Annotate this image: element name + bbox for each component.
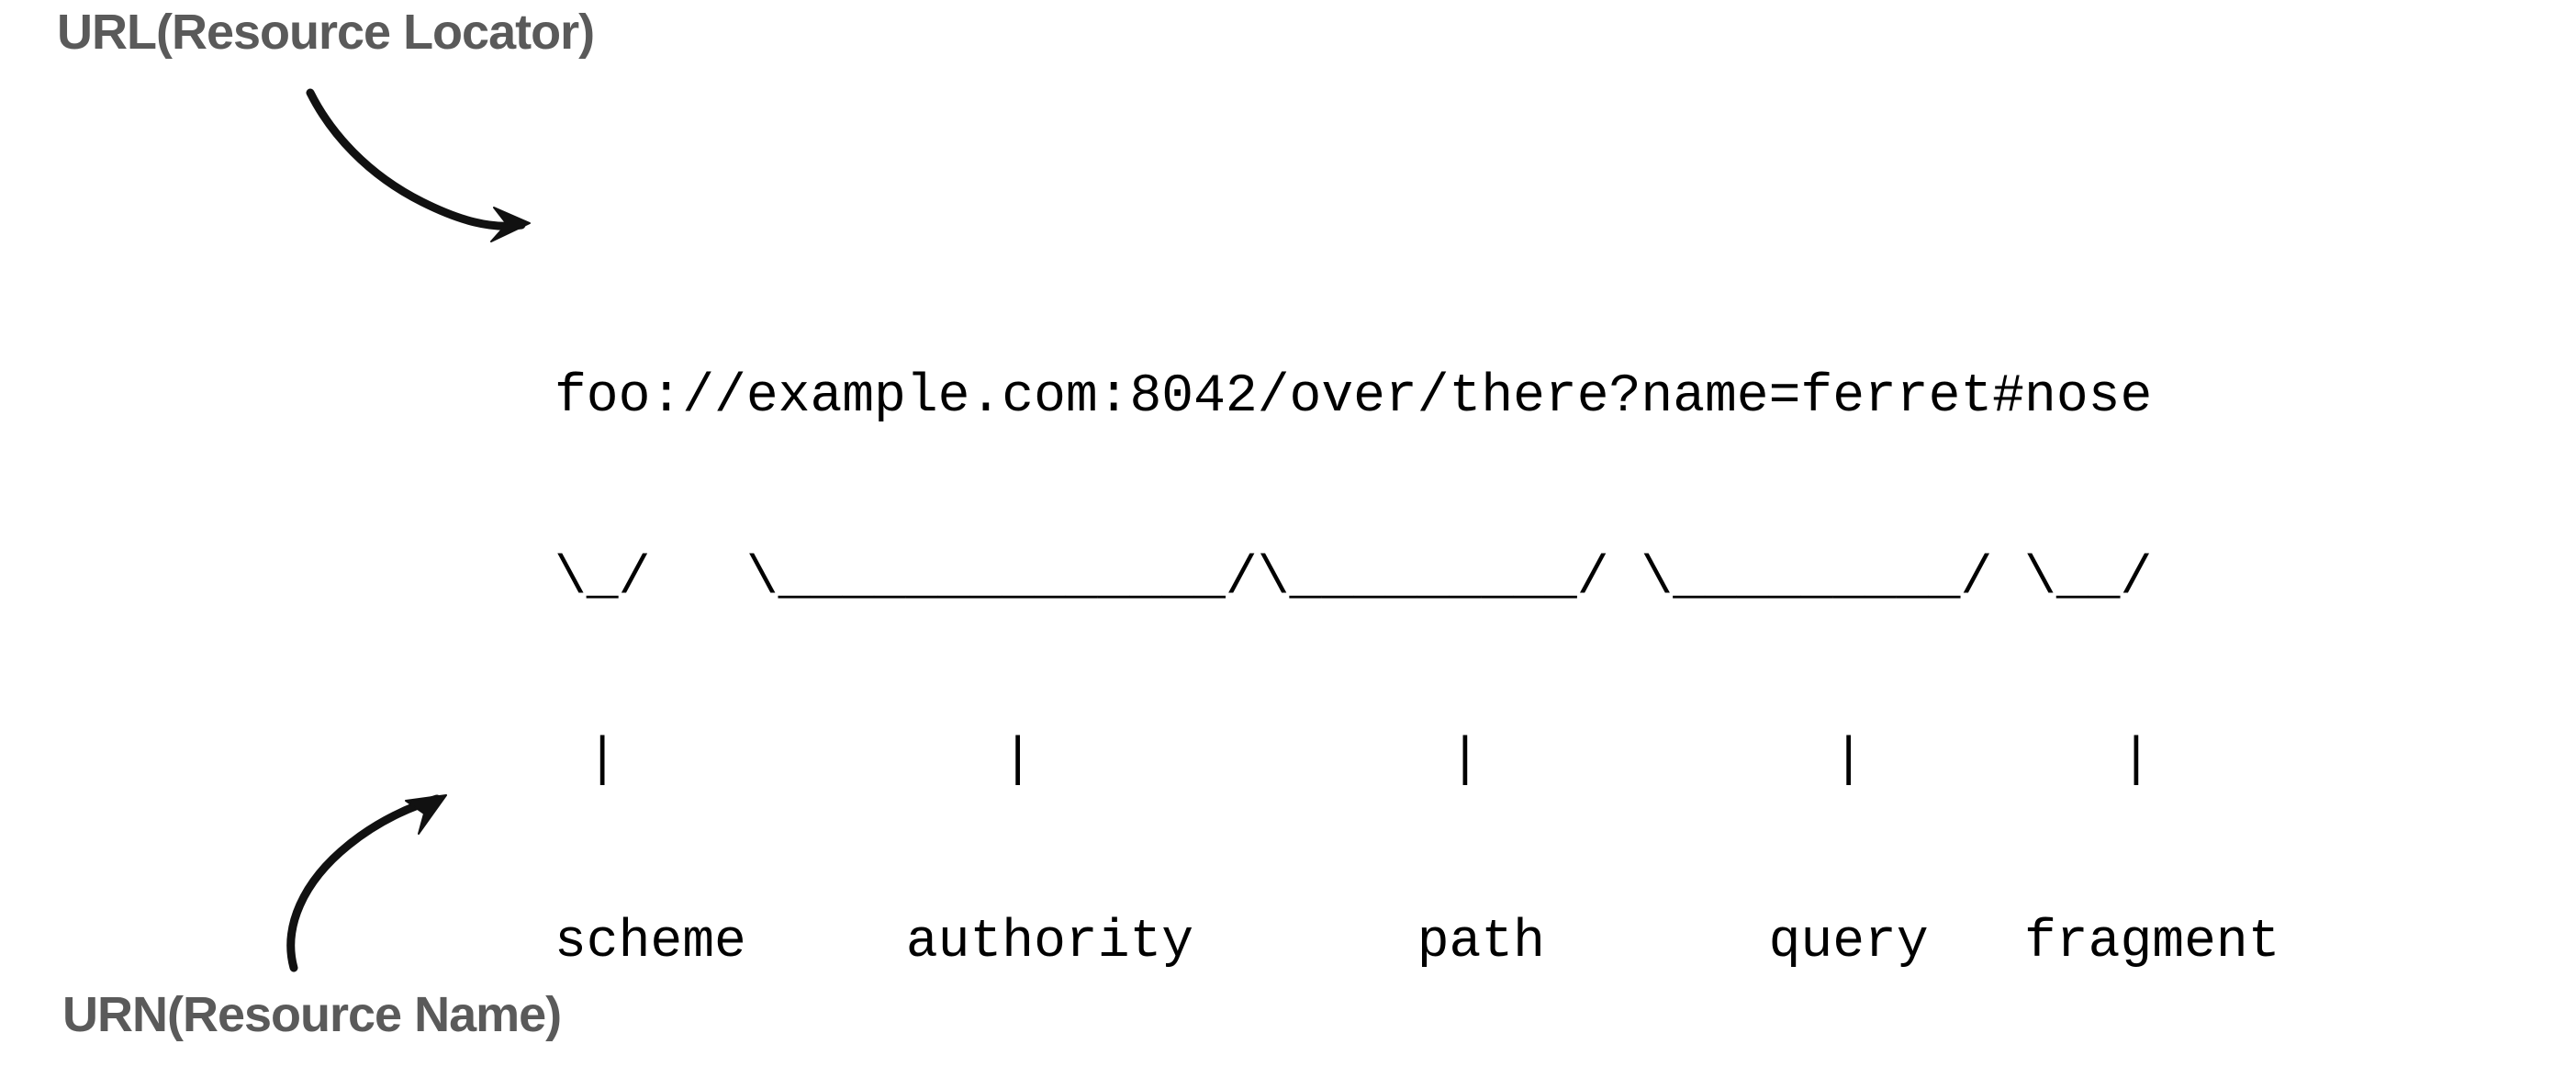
uri-ascii-art-block: foo://example.com:8042/over/there?name=f…: [554, 246, 2280, 1078]
curved-arrow-up-right-icon: [286, 794, 447, 972]
uri-stems-line: | | | | |: [554, 731, 2153, 791]
url-annotation-label: URL(Resource Locator): [57, 5, 595, 60]
uri-brackets-line: \_/ \______________/\_________/ \_______…: [554, 549, 2153, 609]
uri-string: foo://example.com:8042/over/there?name=f…: [554, 367, 2153, 427]
curved-arrow-down-right-icon: [306, 88, 531, 242]
urn-annotation-label: URN(Resource Name): [62, 987, 562, 1042]
uri-component-labels: scheme authority path query fragment: [554, 913, 2280, 972]
